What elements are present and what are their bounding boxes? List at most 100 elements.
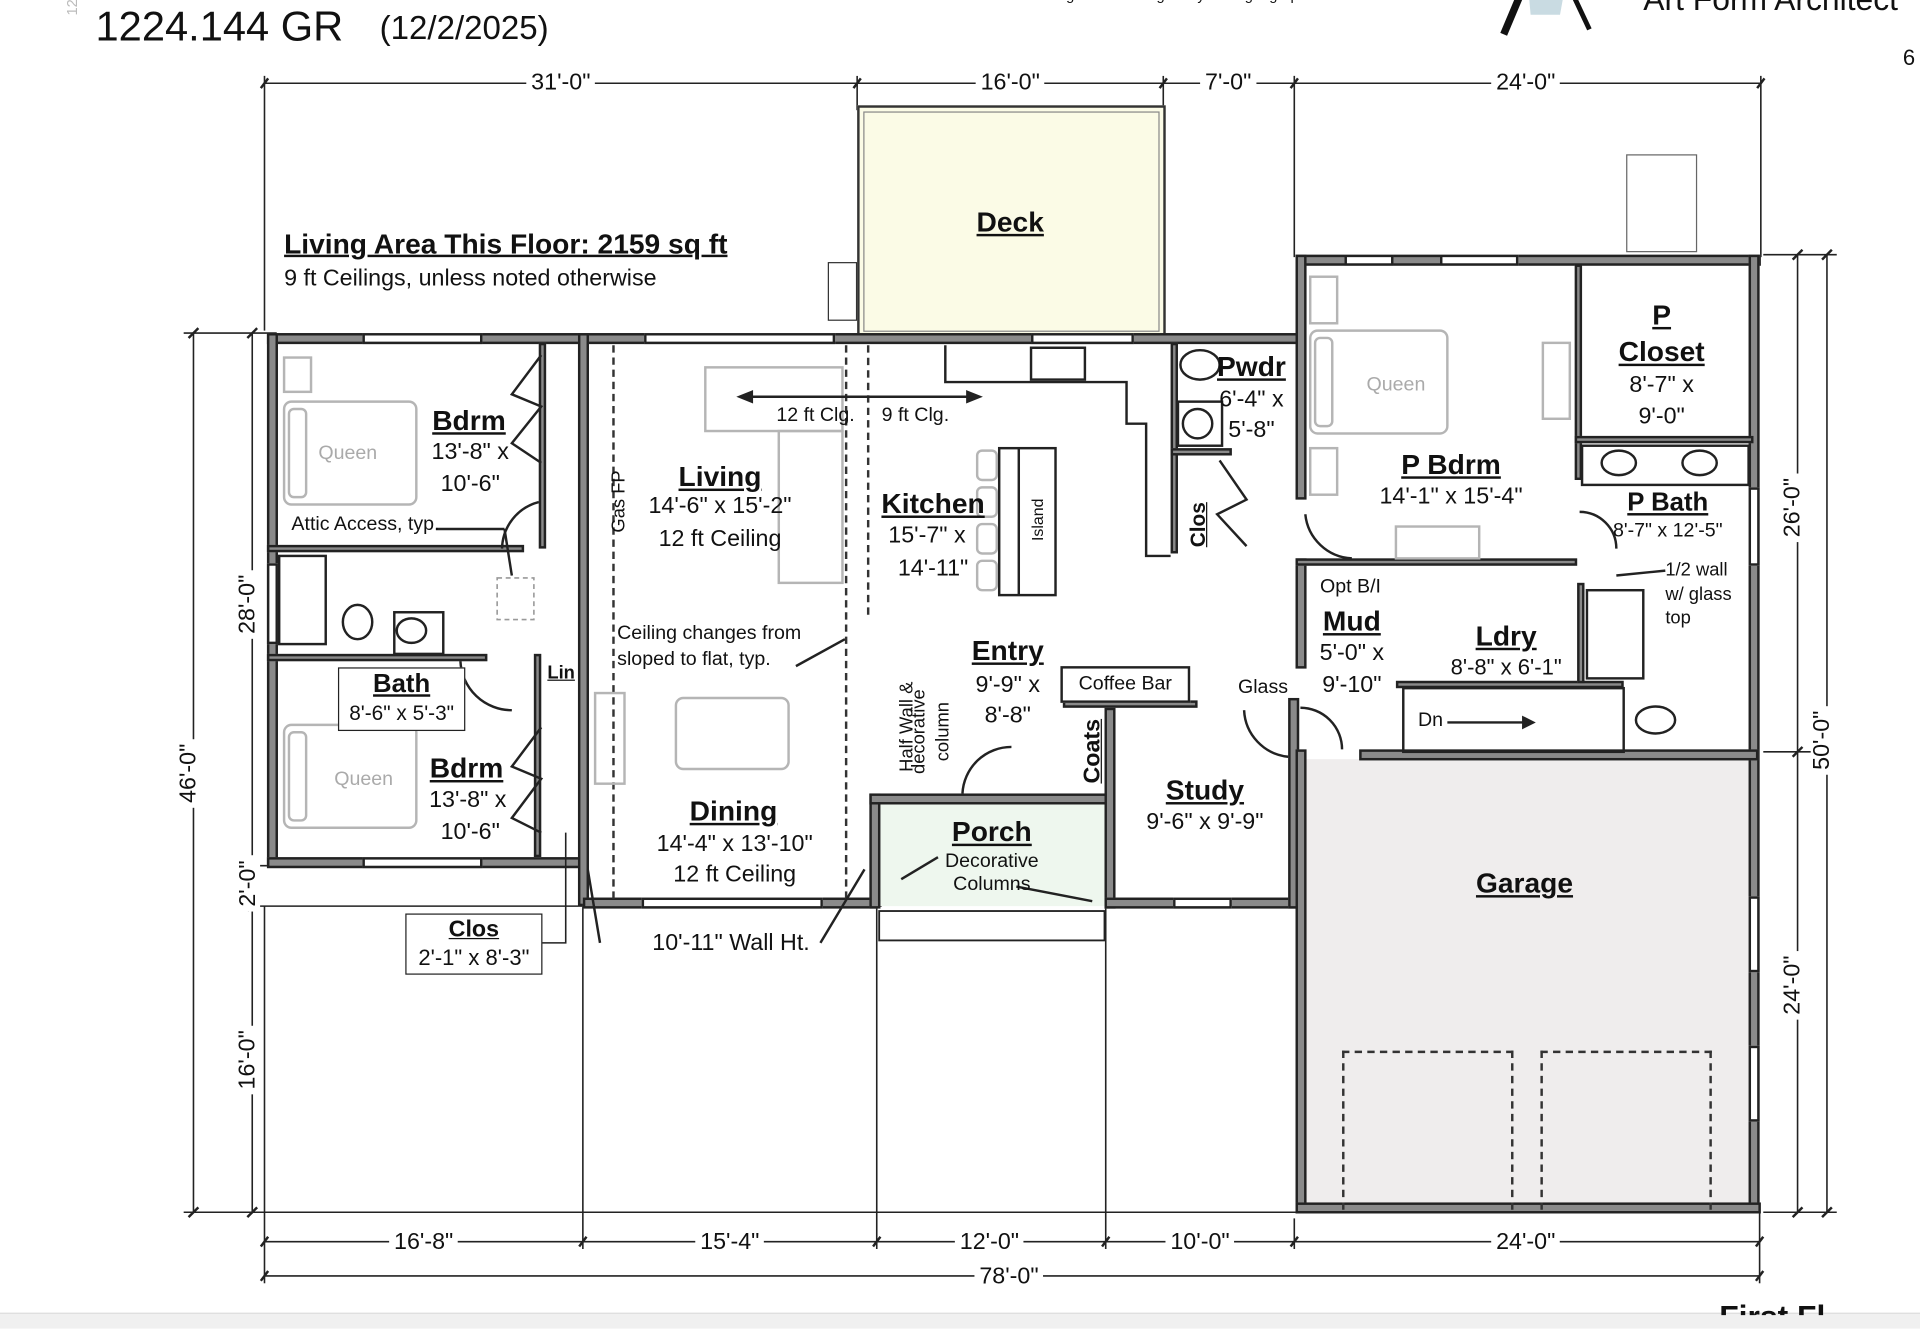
dining-ceiling: 12 ft Ceiling — [673, 862, 797, 888]
ldry-title: Ldry — [1475, 619, 1537, 652]
p-bath-dim: 8'-7" x 12'-5" — [1612, 520, 1723, 542]
lin-title: Lin — [547, 662, 575, 684]
ldry-dim: 8'-8" x 6'-1" — [1450, 655, 1562, 680]
dining-title: Dining — [689, 794, 778, 827]
bdrm1-dim1: 13'-8" x — [431, 439, 509, 466]
window — [1173, 897, 1232, 909]
wall-shower — [1577, 582, 1585, 684]
p-closet-title-1: P — [1652, 298, 1672, 331]
garage-title: Garage — [1475, 866, 1574, 899]
gas-fp-label: Gas FP — [608, 470, 630, 533]
island-label: Island — [1028, 498, 1047, 542]
dim-bottom-total: 78'-0" — [974, 1264, 1044, 1289]
p-closet-dim1: 8'-7" x — [1629, 372, 1694, 398]
half-wall-note-3: column — [932, 702, 954, 762]
garage-door — [1342, 1050, 1514, 1210]
half-wall-glass-note-3: top — [1665, 607, 1691, 629]
clos-left-dim: 2'-1" x 8'-3" — [418, 945, 530, 970]
window — [1748, 896, 1760, 973]
bdrm2-dim2: 10'-6" — [440, 819, 500, 845]
stairs-down-label: Dn — [1417, 710, 1444, 732]
coffee-bar-counter — [1060, 666, 1191, 703]
porch-note-1: Decorative — [945, 851, 1039, 872]
ceiling-line — [844, 345, 848, 899]
dim-bottom-2: 15'-4" — [695, 1230, 765, 1254]
half-wall-glass-note-2: w/ glass — [1665, 584, 1732, 605]
deck-area — [857, 105, 1166, 338]
p-bdrm-bed-label: Queen — [1366, 374, 1426, 396]
clg-9-label: 9 ft Clg. — [881, 405, 950, 427]
plan-date: (12/2/2025) — [379, 9, 549, 47]
p-closet-title-2: Closet — [1618, 335, 1705, 368]
window — [1748, 487, 1760, 566]
garage-area — [1302, 759, 1754, 1210]
half-wall-note-2: decorative — [908, 689, 930, 775]
window — [362, 333, 483, 345]
brand-name: Art Form Architect — [1643, 0, 1898, 15]
plan-id: 1224.144 GR — [95, 3, 344, 51]
living-title: Living — [678, 460, 762, 493]
pwdr-title: Pwdr — [1217, 350, 1286, 383]
study-title: Study — [1165, 773, 1245, 806]
window — [362, 857, 483, 869]
half-wall-glass-note-1: 1/2 wall — [1665, 559, 1728, 581]
garage-door — [1540, 1050, 1712, 1210]
wall-lin — [533, 653, 542, 858]
window — [1748, 1045, 1760, 1122]
deck-title: Deck — [976, 205, 1044, 238]
wall-height-note: 10'-11" Wall Ht. — [652, 930, 810, 957]
porch-area — [876, 800, 1107, 907]
brand-logo — [1496, 0, 1599, 39]
p-bdrm-title: P Bdrm — [1401, 448, 1501, 481]
clos-left-title: Clos — [448, 917, 500, 943]
fridge-outside — [1626, 154, 1698, 253]
mud-dim2: 9'-10" — [1322, 672, 1382, 698]
p-closet-dim2: 9'-0" — [1638, 404, 1685, 430]
wall-bath-bottom — [266, 653, 488, 662]
bath-label-box — [337, 667, 466, 732]
wall-pwdr-bottom — [1170, 448, 1232, 456]
pwdr-dim1: 6'-4" x — [1219, 386, 1284, 413]
porch-note-2: Columns — [953, 874, 1031, 896]
dim-bottom-5: 24'-0" — [1491, 1230, 1561, 1254]
wall-bdrm1-bottom — [266, 544, 525, 553]
dim-top-4: 24'-0" — [1491, 71, 1561, 95]
p-bath-title: P Bath — [1627, 488, 1709, 517]
window — [1344, 254, 1394, 266]
window — [644, 333, 836, 345]
page-mark: 6 — [1902, 45, 1916, 70]
window — [641, 897, 823, 909]
footer-divider — [0, 1312, 1920, 1329]
bdrm1-bed-label: Queen — [318, 443, 378, 465]
pwdr-dim2: 5'-8" — [1228, 417, 1275, 444]
coffee-bar-label: Coffee Bar — [1078, 673, 1172, 695]
bath-title: Bath — [373, 669, 431, 698]
bdrm2-dim1: 13'-8" x — [429, 787, 507, 814]
wall-left-closets — [538, 342, 547, 549]
dining-dim: 14'-4" x 13'-10" — [656, 831, 813, 858]
dim-top-2: 16'-0" — [975, 71, 1045, 95]
deck-stairs — [827, 262, 858, 321]
window — [266, 563, 278, 645]
ceiling-change-note-2: sloped to flat, typ. — [617, 648, 771, 670]
clg-12-label: 12 ft Clg. — [776, 405, 855, 427]
dim-top-3: 7'-0" — [1200, 71, 1257, 95]
ceiling-note: 9 ft Ceilings, unless noted otherwise — [284, 265, 657, 292]
attic-access-note: Attic Access, typ. — [291, 514, 440, 536]
kitchen-dim2: 14'-11" — [897, 555, 969, 582]
living-dim: 14'-6" x 15'-2" — [648, 493, 792, 520]
p-bdrm-dim: 14'-1" x 15'-4" — [1379, 483, 1523, 510]
footer-sheet-title: First Fl — [1719, 1300, 1825, 1315]
wall-pcloset-left — [1574, 264, 1583, 481]
wall-pcloset-bottom — [1574, 435, 1754, 444]
bath-dim: 8'-6" x 5'-3" — [349, 701, 455, 725]
bdrm1-dim2: 10'-6" — [440, 471, 500, 498]
disclaimer-text: make changes. This design may have geogr… — [994, 0, 1396, 2]
opt-bi-label: Opt B/I — [1320, 576, 1381, 598]
window — [1031, 333, 1134, 345]
bdrm2-bed-label: Queen — [334, 768, 394, 790]
entry-dim2: 8'-8" — [984, 702, 1031, 729]
kitchen-dim1: 15'-7" x — [888, 522, 966, 549]
